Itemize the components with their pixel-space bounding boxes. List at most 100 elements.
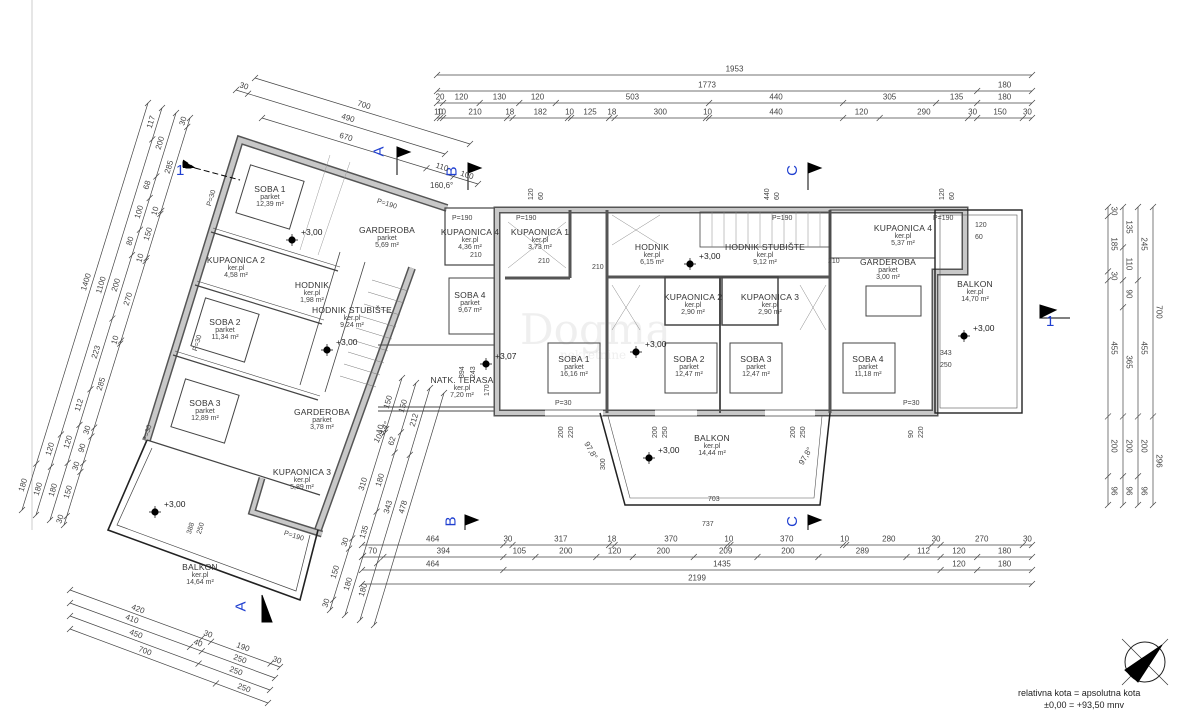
bottom-dimension-value: 120 [952,559,966,569]
beds [170,164,896,444]
room-area: 14,44 m² [698,450,726,458]
room-area: 6,15 m² [640,259,664,267]
bottom-dimension-tick [605,541,613,549]
left-dimension-tick [116,340,124,347]
top-dimension-tick [439,99,447,107]
right-dimension-tick [1134,277,1142,284]
room-name: SOBA 4 [852,354,884,365]
lower-left-dimension-tick [267,660,274,667]
lower-left-dimension-tick [195,660,202,667]
top-dimension-value: 125 [583,107,597,117]
bottom-dimension-tick [532,553,539,561]
left-dimension-tick [57,431,65,438]
lower-left-dimension-tick [66,599,74,607]
dimension-annotation: 60 [538,192,545,200]
level-crosshair-icon [286,234,298,246]
room-area: 12,47 m² [675,371,703,379]
upper-left-dimension-tick [244,90,252,97]
center-dimension-tick [397,428,405,436]
level-crosshair-icon [643,452,655,464]
bed [842,342,896,394]
room-finish: ker.pl [894,233,912,241]
center-dimension-tick [440,389,448,397]
room-name: KUPAONICA 4 [873,223,933,234]
dimension-annotation: 210 [538,258,550,265]
bottom-dimension-tick [973,566,981,574]
left-dimension-tick [184,123,191,131]
room-finish: parket [858,364,878,372]
bottom-dimension-tick [690,553,698,561]
bottom-dimension-value: 70 [368,546,378,556]
left-dimension-tick [109,315,116,322]
bottom-dimension-tick [754,553,761,561]
room-name: SOBA 3 [740,354,772,365]
left-dimension-tick [186,114,194,122]
left-dimension-line [21,102,149,511]
lower-left-dimension-tick [66,612,74,620]
room-name: KUPAONICA 1 [510,227,570,238]
room-finish: ker.pl [966,289,984,297]
right-dimension-value: 200 [1139,439,1149,454]
bottom-dimension-value: 280 [882,534,896,544]
upper-left-dimension-tick [474,180,482,188]
left-dimension-tick [77,468,84,476]
lower-left-dimension-line [69,589,281,668]
right-dimension-tick [1104,212,1112,220]
top-dimension-value: 18 [505,107,515,117]
upper-left-dimension-tick [423,165,430,172]
dimension-annotation: 170 [484,384,491,396]
room-finish: parket [746,364,766,372]
section-marker-label: C [783,165,801,176]
level-crosshair-icon [684,258,696,270]
bottom-dimension-tick [358,541,366,549]
center-dimension-line [373,392,445,626]
bottom-dimension-value: 180 [997,546,1012,556]
room-name: BALKON [182,562,218,573]
top-dimension-tick [705,114,713,122]
room-area: 9,12 m² [753,259,777,267]
room-area: 3,73 m² [528,244,552,252]
legend-relative-level: relativna kota = apsolutna kota [1018,688,1141,698]
left-dimension-tick [60,521,68,529]
right-dimension-tick [1134,413,1142,420]
top-dimension-value: 180 [997,80,1012,90]
room-finish: parket [312,417,332,425]
right-balcony-outline [934,209,1023,414]
lower-left-dimension-tick [186,643,194,651]
dimension-annotation: 210 [592,264,604,271]
right-dimension-tick [1104,203,1112,211]
bottom-dimension-tick [815,553,822,561]
top-dimension-tick [436,114,444,122]
top-dimension-tick [1028,71,1036,79]
right-dimension-tick [1119,203,1127,211]
room-name: NATK. TERASA [430,375,494,386]
left-dimension-tick [32,511,40,519]
lower-left-dimension-tick [207,638,215,645]
top-dimension-tick [705,99,713,107]
bottom-dimension-value: 209 [718,546,733,556]
top-dimension-value: 300 [653,107,667,117]
left-dimension-tick [146,194,153,202]
room-area: 5,69 m² [375,242,399,250]
level-crosshair-icon [958,330,970,342]
room-finish: ker.pl [684,302,702,310]
level-value: +3,00 [301,227,323,237]
section-marker-label: C [783,516,801,527]
room-finish: parket [878,267,898,275]
bed [729,342,783,394]
lower-left-dimension-tick [271,674,279,682]
room-area: 2,90 m² [758,309,782,317]
room-area: 12,89 m² [191,415,219,423]
dimension-annotation: 60 [774,192,781,200]
room-area: 7,20 m² [450,392,474,400]
dimension-annotation: 210 [470,252,482,259]
